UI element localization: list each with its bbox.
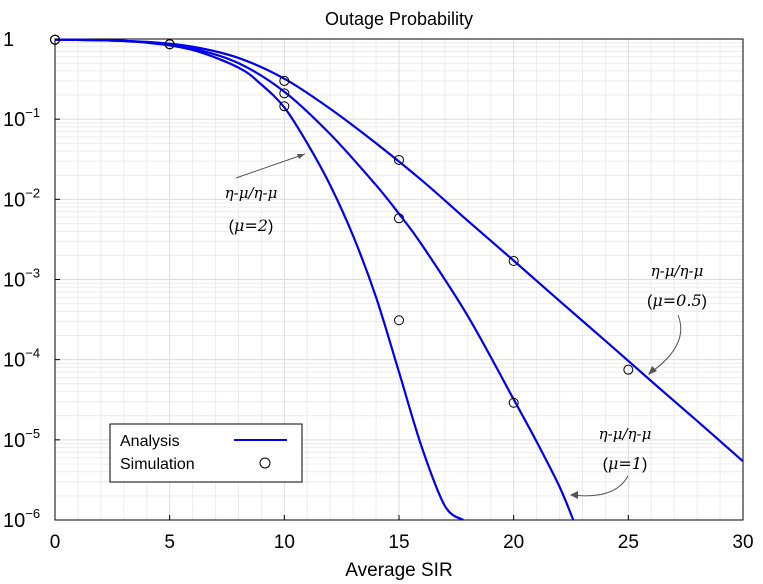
annotation-mu-2: η-μ/η-μ (μ=2) xyxy=(225,153,306,235)
annotation-mu-2-line2-wrap: (μ=2) xyxy=(229,216,274,235)
y-tick-label: 10−5 xyxy=(3,426,40,452)
simulation-point xyxy=(279,75,290,86)
x-tick-label: 25 xyxy=(618,532,639,553)
annotation-mu-1-line2: μ=1 xyxy=(608,454,642,473)
y-tick-label: 10−1 xyxy=(3,105,40,131)
x-tick-label: 15 xyxy=(388,532,409,553)
simulation-point xyxy=(394,213,404,224)
y-tick-exponent: −5 xyxy=(25,426,40,441)
annotation-mu-2-line1: η-μ/η-μ xyxy=(225,184,278,202)
y-tick-label: 10−2 xyxy=(3,185,40,211)
x-tick-label: 5 xyxy=(164,532,175,553)
annotation-mu-05-line2-wrap: (μ=0.5) xyxy=(647,291,707,310)
simulation-point xyxy=(623,364,634,375)
x-tick-label: 0 xyxy=(50,532,61,553)
analysis-curve-3 xyxy=(54,38,464,521)
legend-analysis-label: Analysis xyxy=(120,433,180,450)
y-tick-exponent: −3 xyxy=(25,266,40,281)
annotation-mu-1-line1: η-μ/η-μ xyxy=(599,425,652,443)
annotation-mu-05-arrow xyxy=(649,314,682,374)
simulation-point xyxy=(279,88,290,99)
simulation-point xyxy=(50,34,60,45)
annotation-mu-2-line2: μ=2 xyxy=(234,216,268,235)
x-axis-label: Average SIR xyxy=(345,560,452,581)
annotation-mu-05-line2: μ=0.5 xyxy=(652,291,701,310)
legend-box xyxy=(109,423,303,483)
x-tick-label: 10 xyxy=(274,532,295,553)
legend-simulation-label: Simulation xyxy=(120,456,195,473)
annotation-mu-1-arrow xyxy=(571,475,629,497)
y-tick-exponent: −1 xyxy=(25,105,40,120)
y-tick-label: 10−6 xyxy=(3,506,40,532)
simulation-point xyxy=(164,39,175,50)
annotation-mu-2-arrow xyxy=(235,153,306,179)
x-tick-label: 20 xyxy=(503,532,524,553)
simulation-markers xyxy=(50,34,634,408)
simulation-point xyxy=(394,154,404,165)
y-tick-label: 10−4 xyxy=(3,346,40,372)
annotation-mu-1-arrowhead xyxy=(570,491,578,499)
legend: Analysis Simulation xyxy=(109,423,303,483)
y-tick-exponent: −2 xyxy=(25,185,40,200)
chart-title: Outage Probability xyxy=(325,9,473,29)
annotation-mu-2-arrowhead xyxy=(297,154,305,159)
y-tick-exponent: −6 xyxy=(25,506,40,521)
annotation-mu-05-arrowhead xyxy=(648,366,657,375)
simulation-point xyxy=(279,101,290,112)
y-tick-label: 10−3 xyxy=(3,266,40,292)
annotation-mu-05: η-μ/η-μ (μ=0.5) xyxy=(647,262,707,375)
x-tick-label: 30 xyxy=(732,532,753,553)
simulation-point xyxy=(508,256,519,267)
annotation-mu-1: η-μ/η-μ (μ=1) xyxy=(570,425,651,499)
simulation-point xyxy=(508,397,519,408)
y-tick-exponent: −4 xyxy=(25,346,40,361)
annotation-mu-05-line1: η-μ/η-μ xyxy=(651,262,704,280)
annotation-mu-1-line2-wrap: (μ=1) xyxy=(603,454,648,473)
legend-simulation-marker xyxy=(259,457,271,469)
y-tick-label: 1 xyxy=(3,29,14,51)
simulation-point xyxy=(394,315,404,326)
